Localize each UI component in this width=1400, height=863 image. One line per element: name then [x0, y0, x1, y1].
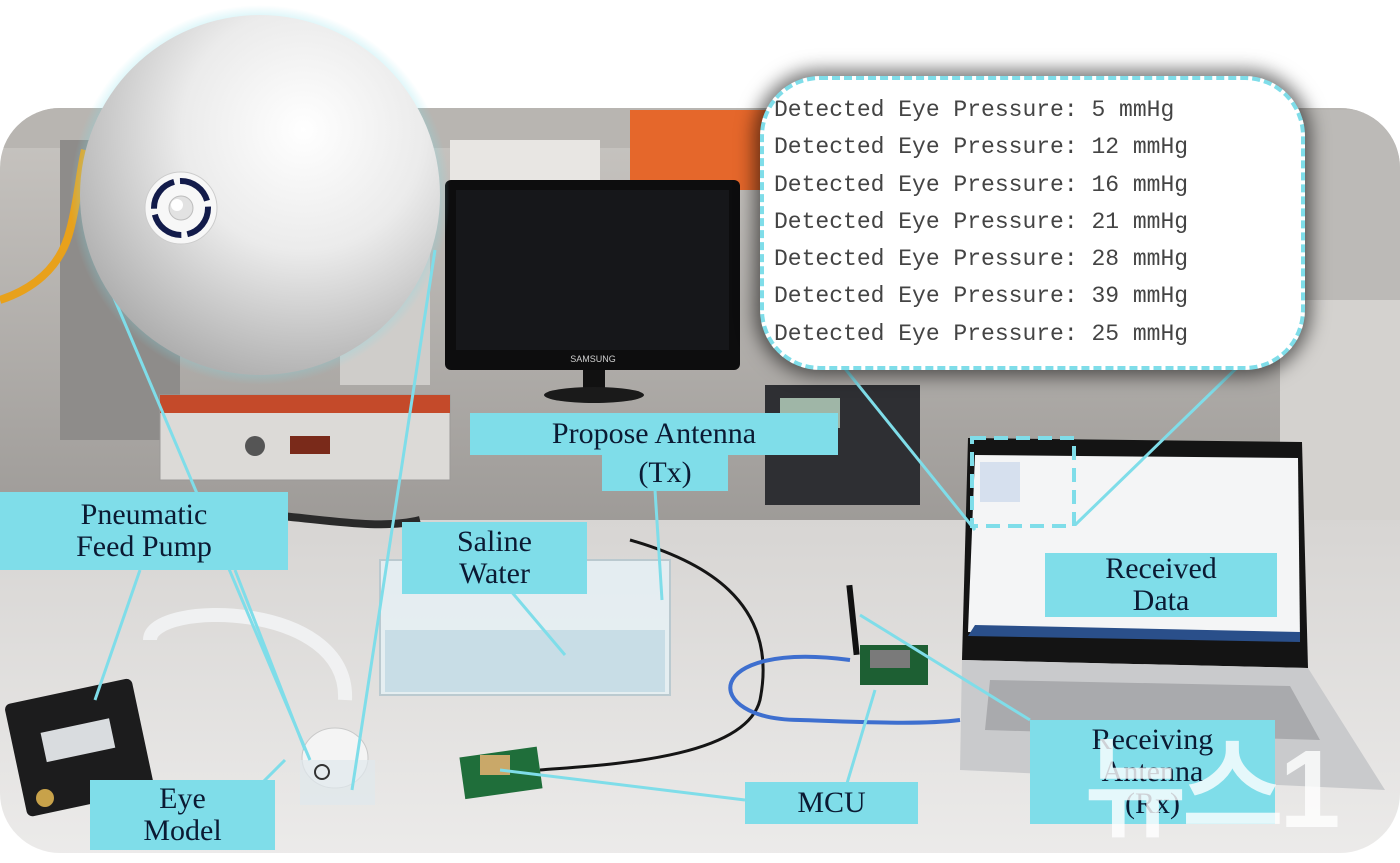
readout-row: Detected Eye Pressure: 39 mmHg [774, 283, 1189, 310]
readout-row: Detected Eye Pressure: 12 mmHg [774, 134, 1189, 161]
label-line: Model [143, 814, 222, 847]
label-line: MCU [797, 786, 866, 819]
label-eye-model: Eye Model [90, 780, 275, 850]
label-line: Antenna [1101, 755, 1204, 788]
readout-row: Detected Eye Pressure: 21 mmHg [774, 208, 1189, 235]
watermark-logo: 뉴스1 [1085, 728, 1341, 851]
eye-model [300, 727, 375, 805]
label-line: Feed Pump [76, 530, 212, 563]
readout-row: Detected Eye Pressure: 25 mmHg [774, 320, 1189, 347]
orange-equipment [630, 110, 780, 190]
data-highlight-box [970, 436, 1076, 528]
label-line: Saline [457, 525, 532, 558]
label-line: Eye [159, 782, 206, 815]
label-propose-antenna: Propose Antenna [470, 413, 838, 455]
label-propose-antenna-tx: (Tx) [602, 455, 728, 491]
label-pneumatic-feed-pump: Pneumatic Feed Pump [0, 492, 288, 570]
label-line: Pneumatic [80, 498, 208, 531]
label-line: Received [1105, 552, 1217, 585]
label-received-data: Received Data [1045, 553, 1277, 617]
label-saline-water: Saline Water [402, 522, 587, 594]
label-receiving-antenna: Receiving Antenna (Rx) [1030, 720, 1275, 824]
label-mcu: MCU [745, 782, 918, 824]
label-line: Propose Antenna [551, 417, 757, 450]
label-line: (Rx) [1125, 787, 1180, 820]
monitor: SAMSUNG [445, 180, 740, 403]
label-line: (Tx) [638, 456, 692, 489]
label-line: Water [459, 557, 530, 590]
label-line: Receiving [1091, 723, 1214, 756]
label-line: Data [1132, 584, 1190, 617]
eye-sphere-inset [70, 5, 450, 385]
pressure-readout-callout: Detected Eye Pressure: 5 mmHg Detected E… [760, 76, 1305, 370]
readout-row: Detected Eye Pressure: 16 mmHg [774, 171, 1189, 198]
readout-row: Detected Eye Pressure: 5 mmHg [774, 97, 1175, 123]
readout-row: Detected Eye Pressure: 28 mmHg [774, 246, 1189, 273]
monitor-brand: SAMSUNG [570, 354, 616, 364]
